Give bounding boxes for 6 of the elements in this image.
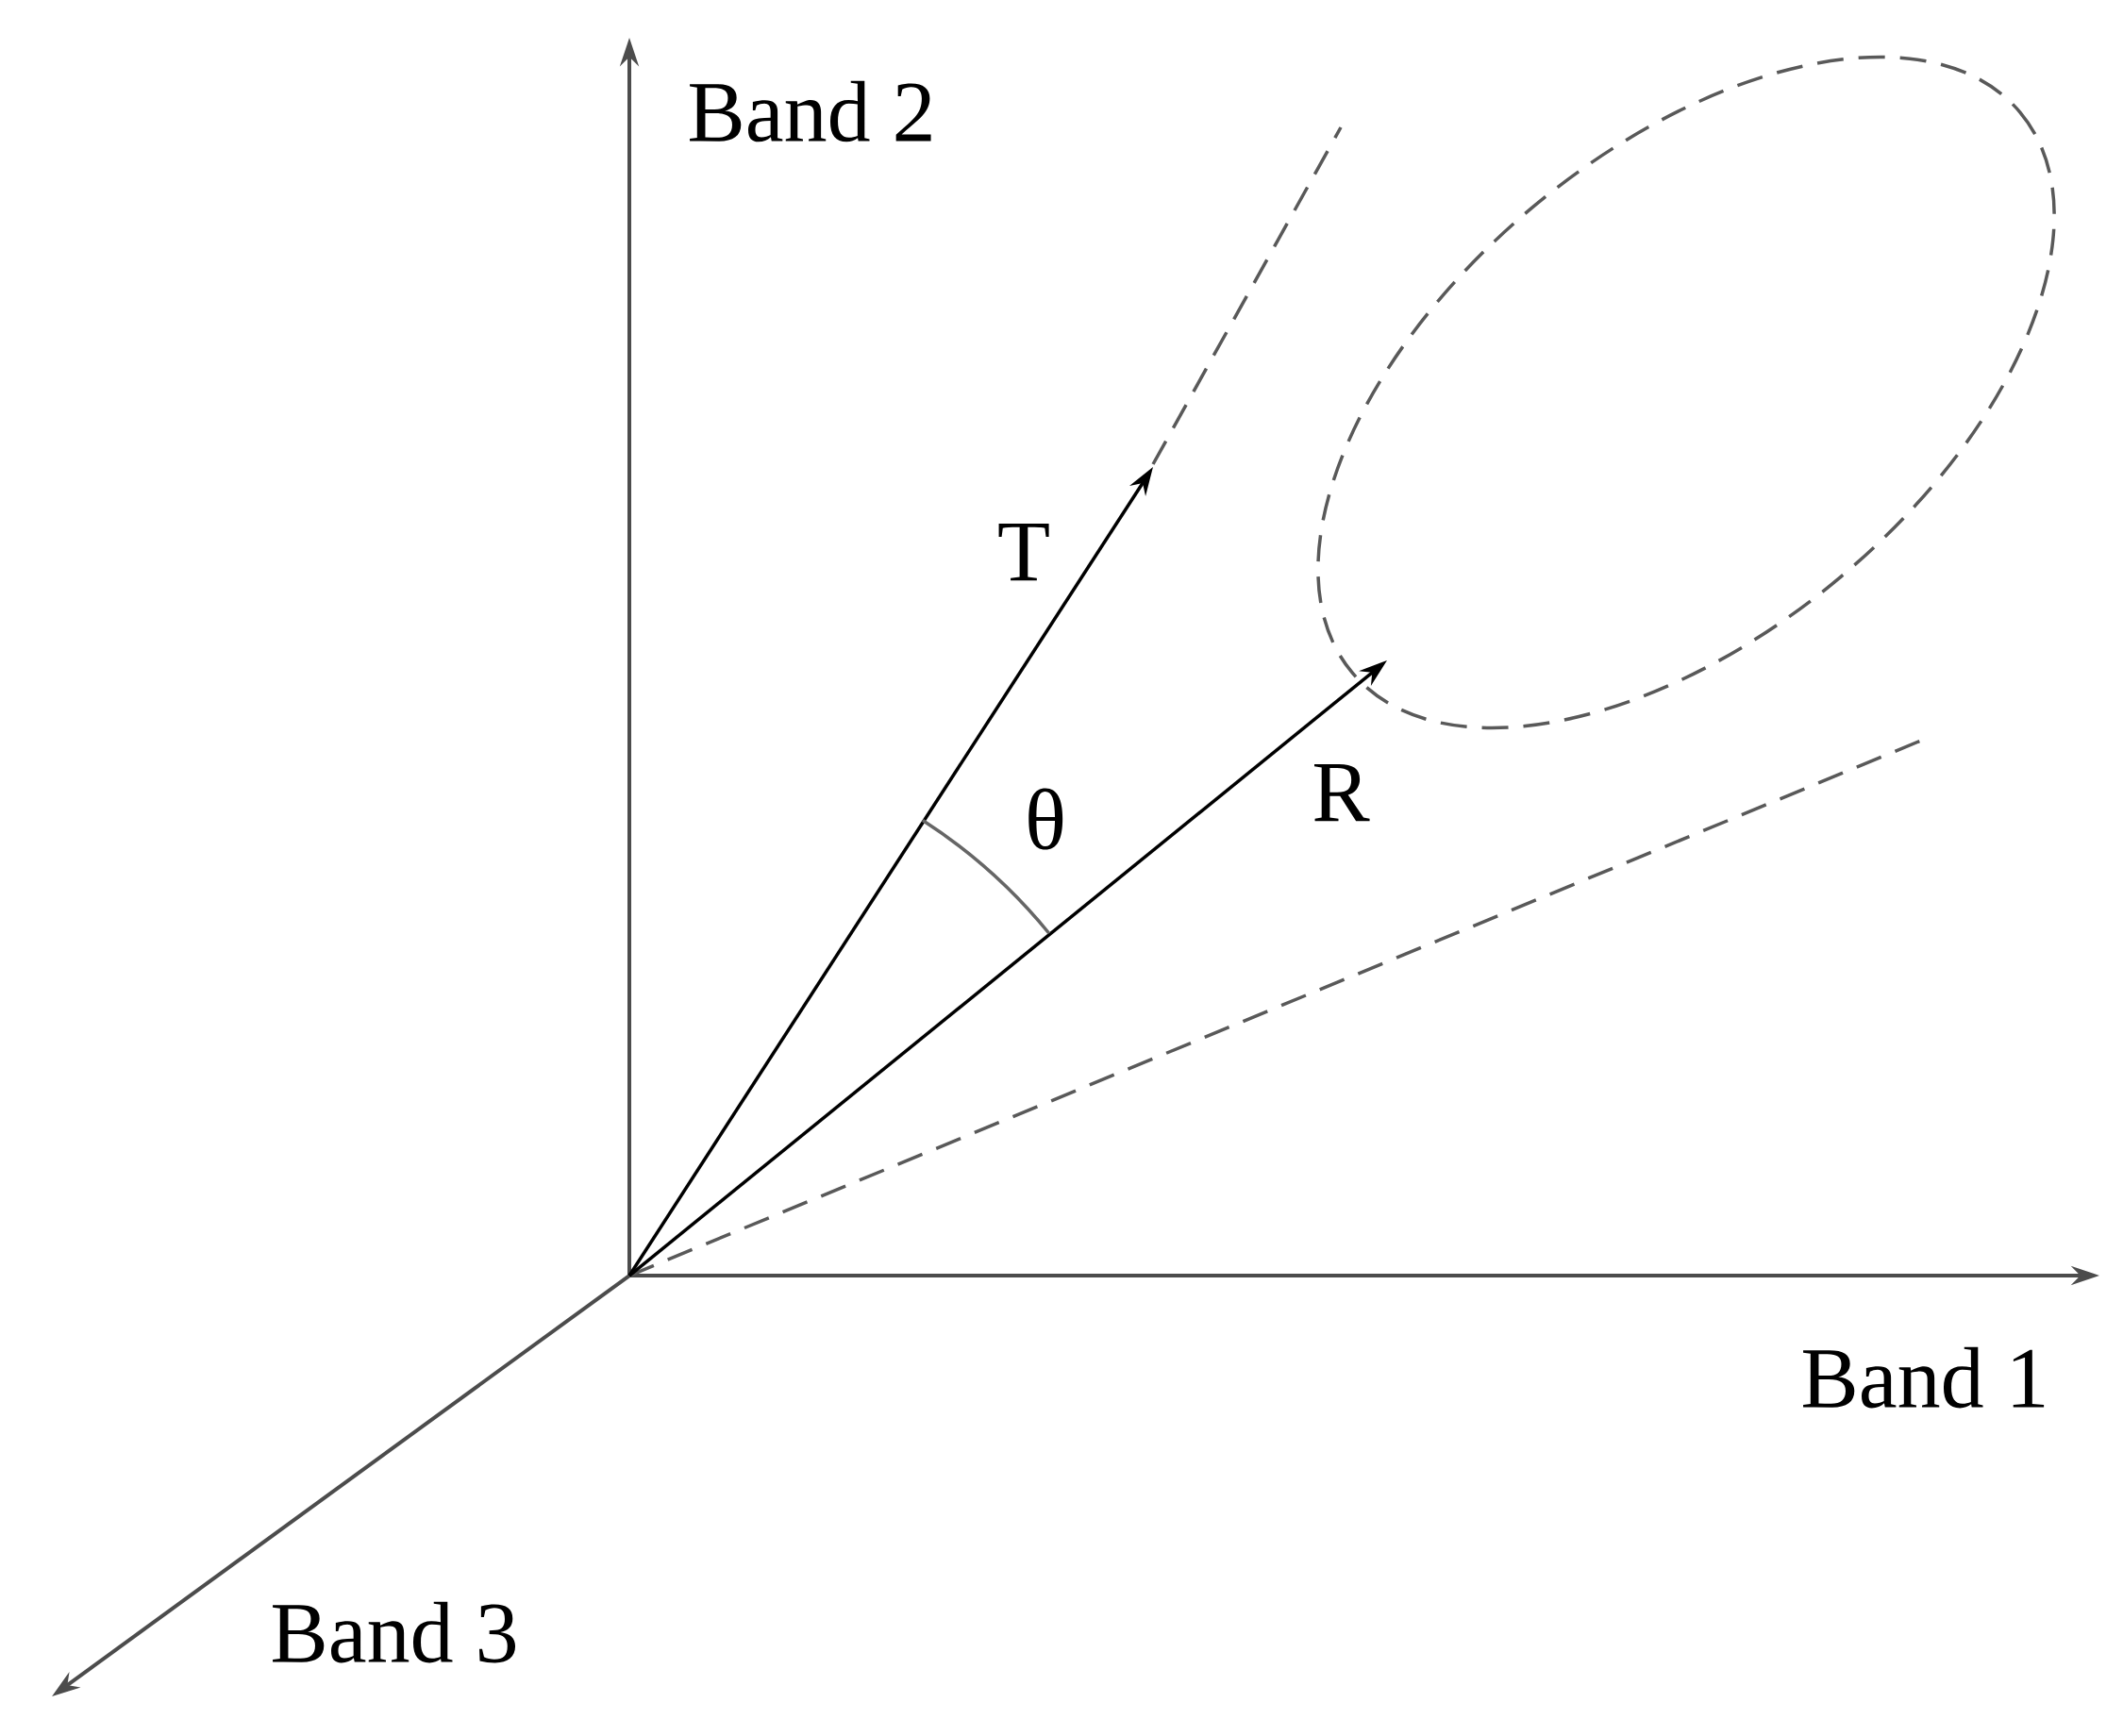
vector-label: T [998,523,1049,581]
axis-label: Band 2 [690,80,931,142]
axis-label: Band 1 [1803,1346,2045,1409]
angle-label: θ [1028,788,1063,850]
vector-label: R [1314,763,1370,822]
axis-label: Band 3 [273,1601,516,1663]
